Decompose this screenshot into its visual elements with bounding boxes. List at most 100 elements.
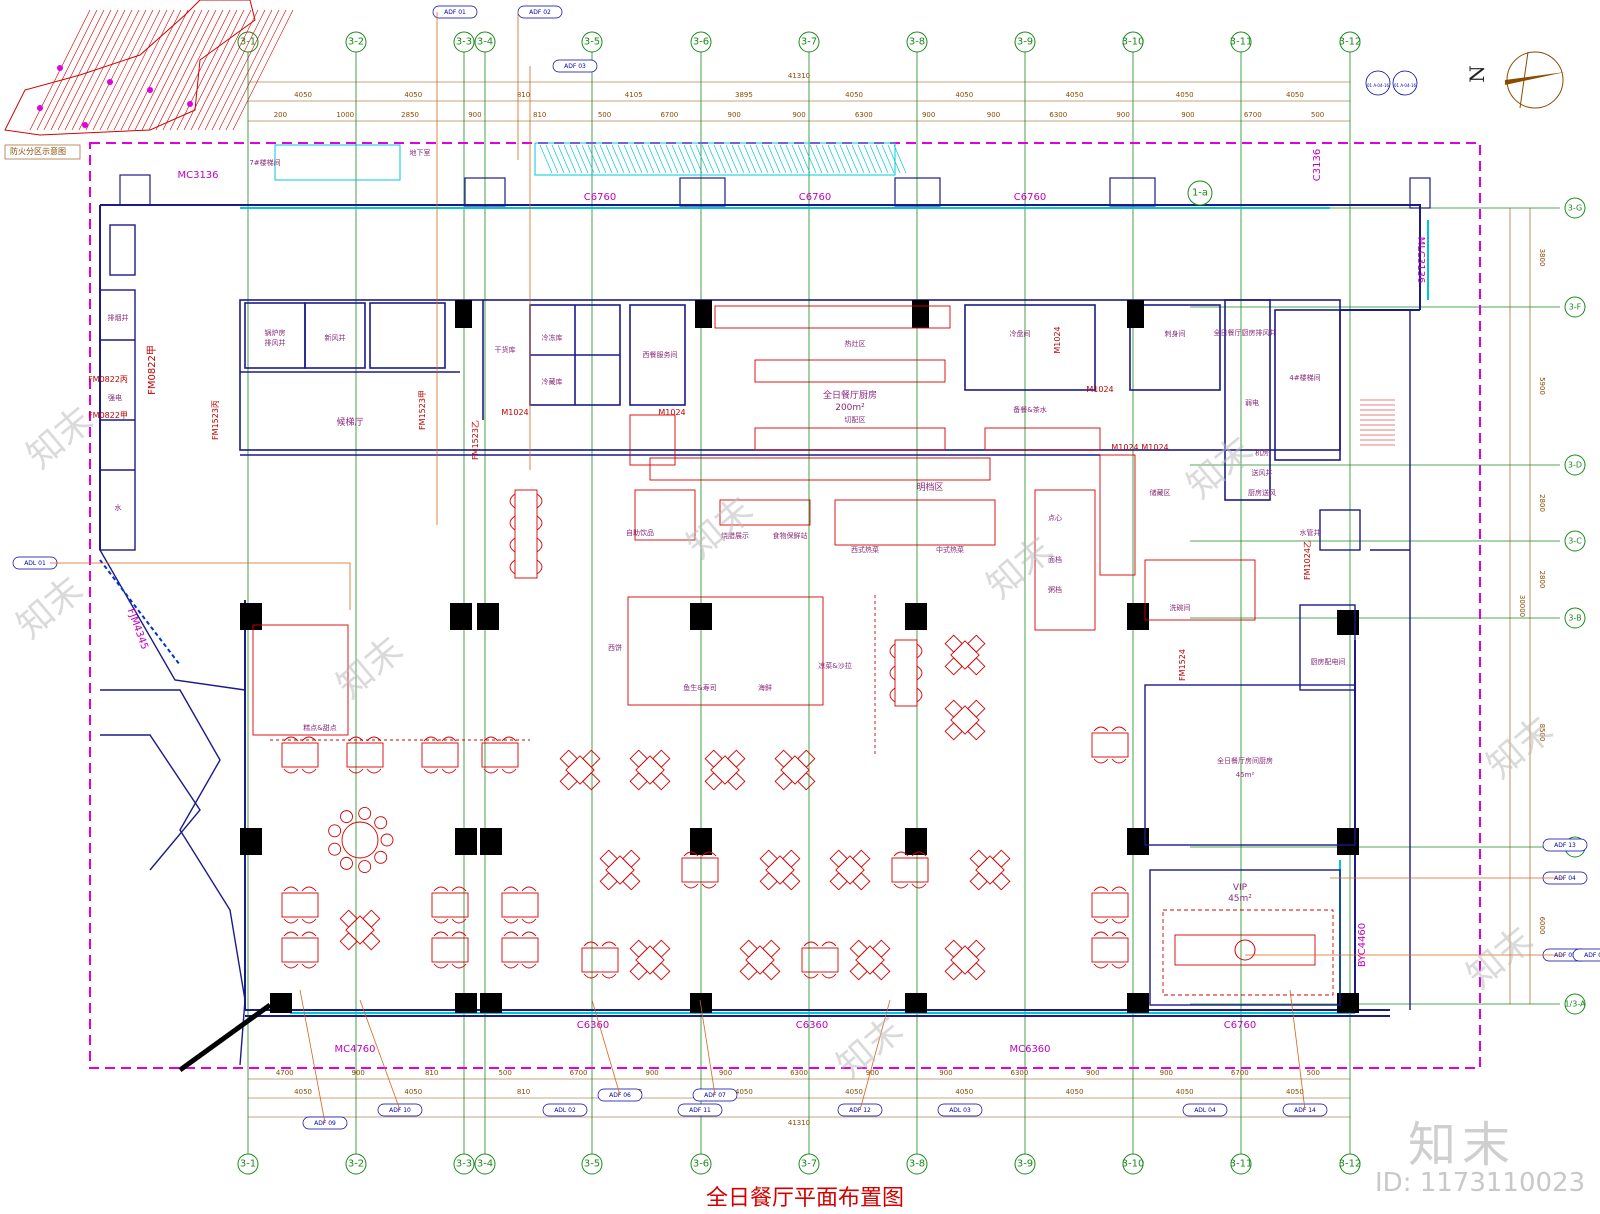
- table-column: [509, 489, 543, 579]
- grid-label: 3-4: [477, 1159, 493, 1170]
- door-tag: M1024: [1086, 385, 1113, 394]
- room-label-lift-lobby: 候梯厅: [336, 416, 363, 428]
- grid-label: 3-6: [693, 37, 709, 48]
- grid-bubble: [1014, 31, 1036, 53]
- watermark-text: 知末: [1479, 709, 1561, 787]
- grid-label: 1-a: [1192, 188, 1208, 199]
- grid-label: 3-3: [456, 37, 472, 48]
- dimension-value: 4050: [294, 91, 312, 99]
- door-tag: M1024: [1111, 443, 1138, 452]
- room-label-strong: 强电: [108, 393, 122, 402]
- window-tag: C6760: [1014, 192, 1046, 203]
- room-label-cold-store: 冷冻库: [542, 333, 563, 342]
- table-booth: [501, 886, 539, 924]
- grid-label: 3-1: [240, 37, 256, 48]
- grid-bubble: [1230, 1153, 1252, 1175]
- dimension-value: 4050: [955, 91, 973, 99]
- grid-bubble: [1564, 993, 1586, 1015]
- door-tag: M1024: [1053, 326, 1062, 353]
- stair-4-treads: [1360, 399, 1395, 446]
- room-label-basement: 地下室: [410, 148, 431, 157]
- room-label-supply: 送风井: [1252, 468, 1273, 477]
- adf-tag-label: ADF 03: [564, 63, 586, 70]
- grid-bubble: [453, 1153, 475, 1175]
- axis-grid: [247, 52, 1560, 1160]
- adf-tag-label: ADF 06: [609, 1092, 631, 1099]
- dimension-value: 6700: [1231, 1069, 1249, 1077]
- fire-zone-boundary: [89, 142, 1481, 1069]
- room-label-smoke: 排烟井: [108, 313, 129, 322]
- grid-label: 3-4: [477, 37, 493, 48]
- dimension-value: 900: [719, 1069, 732, 1077]
- vip-table: [1174, 934, 1316, 966]
- grid-bubble: [906, 31, 928, 53]
- room-label-salad: 凉菜&沙拉: [818, 661, 851, 670]
- door-tag: FM1024乙: [1303, 540, 1312, 580]
- watermark-text: 知末: [1459, 919, 1541, 997]
- section-marker-label: 01 A-04-16: [1367, 83, 1390, 88]
- curtain-wall-hatch: [534, 142, 896, 176]
- adf-tag-label: ADF 13: [1554, 842, 1576, 849]
- room-label-porridge: 粥档: [1048, 585, 1062, 594]
- dimension-value: 2800: [1538, 571, 1546, 589]
- table-column: [889, 639, 923, 707]
- grid-label: 3-2: [348, 37, 364, 48]
- fire-shutter-line: [99, 559, 181, 666]
- exterior-walls: [99, 204, 1421, 1017]
- dimension-value: 900: [939, 1069, 952, 1077]
- dimension-value: 3800: [1538, 249, 1546, 267]
- room-label-vip-area: 45m²: [1228, 894, 1252, 904]
- dimension-value: 6700: [660, 111, 678, 119]
- dimension-value: 4050: [1066, 1088, 1084, 1096]
- dimension-value: 4050: [735, 1088, 753, 1096]
- room-label-open-kitchen: 明档区: [916, 481, 943, 493]
- grid-label: 3-1: [240, 1159, 256, 1170]
- grid-label: 3-5: [584, 1159, 600, 1170]
- grid-label: 3-7: [801, 37, 817, 48]
- section-marker-label: 01 A-04-16: [1394, 83, 1417, 88]
- door-tag: FM1523甲: [418, 390, 427, 430]
- dimension-value: 1000: [336, 111, 354, 119]
- dimension-total: 30000: [1518, 595, 1526, 617]
- dimension-value: 6300: [1010, 1069, 1028, 1077]
- dimension-value: 900: [1086, 1069, 1099, 1077]
- grid-label: 3-9: [1017, 1159, 1033, 1170]
- dimension-value: 810: [517, 1088, 530, 1096]
- window-tag: C6760: [584, 192, 616, 203]
- grid-label: 3-2: [348, 1159, 364, 1170]
- room-label-stair: 4#楼梯间: [1289, 373, 1320, 382]
- room-label-exhaust: 排风井: [265, 338, 286, 347]
- door-tag: M1024: [501, 408, 528, 417]
- dimension-value: 6000: [1538, 917, 1546, 935]
- table-booth: [346, 736, 384, 774]
- dimension-value: 810: [425, 1069, 438, 1077]
- door-tag: M1024: [658, 408, 685, 417]
- dimension-value: 900: [727, 111, 740, 119]
- room-label-power: 弱电: [1245, 398, 1259, 407]
- dimension-value: 900: [1160, 1069, 1173, 1077]
- table-booth: [501, 931, 539, 969]
- dimension-value: 810: [533, 111, 546, 119]
- adf-tag-label: ADF 11: [689, 1107, 711, 1114]
- adf-tag-label: ADF 14: [1294, 1107, 1316, 1114]
- door-tag: FM1523乙: [471, 420, 480, 460]
- dimension-value: 500: [598, 111, 611, 119]
- adf-tag-label: ADF 09: [314, 1120, 336, 1127]
- chair: [340, 856, 353, 870]
- room-label-dry-store: 干货库: [495, 345, 516, 354]
- chair: [340, 810, 353, 824]
- watermark-text: 知末: [979, 529, 1061, 607]
- window-tag: C6360: [577, 1020, 609, 1031]
- round-table: [341, 821, 379, 859]
- grid-bubble: [474, 31, 496, 53]
- window-tag: MC4760: [334, 1044, 375, 1055]
- grid-bubble: [1014, 1153, 1036, 1175]
- adf-tag: [432, 5, 478, 19]
- kitchen-equipment: [252, 305, 1256, 736]
- table-4-seat: [969, 849, 1011, 891]
- grid-label: 3-G: [1568, 204, 1582, 213]
- grid-label: 3-7: [801, 1159, 817, 1170]
